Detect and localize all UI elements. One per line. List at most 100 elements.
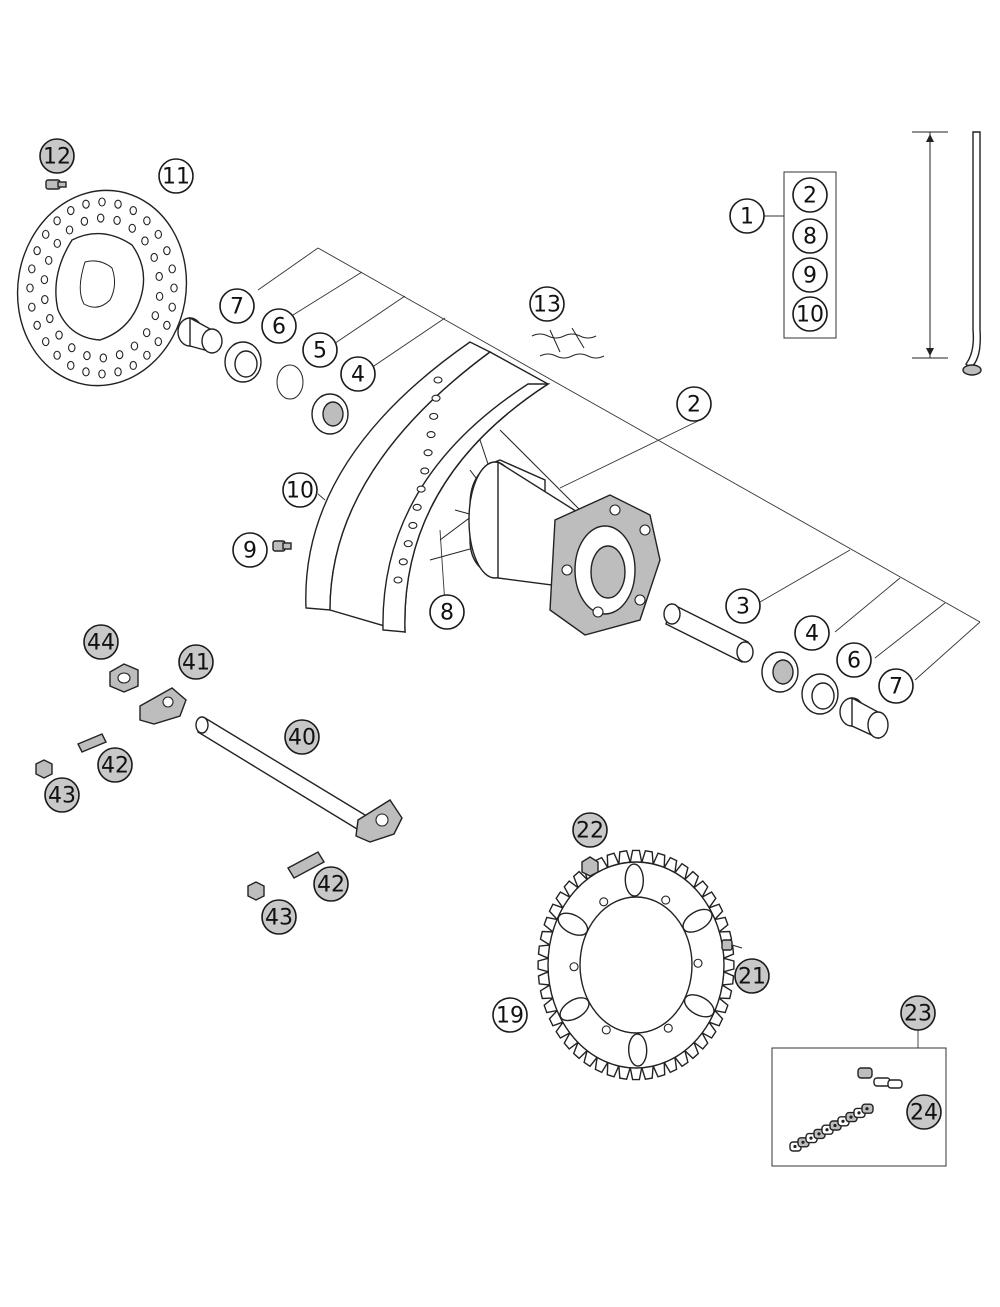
disc-hole	[141, 236, 149, 246]
callout-c7b: 7	[878, 668, 914, 704]
callout-c24: 24	[906, 1094, 942, 1130]
disc-hole	[53, 350, 61, 360]
callout-number: 22	[576, 819, 604, 844]
callout-circle	[836, 642, 872, 678]
disc-hole	[53, 238, 62, 248]
disc-hole	[44, 255, 53, 265]
chain-pin	[849, 1115, 853, 1119]
disc-hole	[142, 328, 151, 338]
disc-hole	[115, 350, 124, 360]
callout-number: 6	[847, 649, 861, 674]
callout-number: 1	[740, 205, 754, 230]
disc-hole	[114, 367, 122, 377]
callout-circle	[429, 594, 465, 630]
disc-hole	[68, 343, 76, 353]
callout-number: 7	[889, 675, 903, 700]
disc-hole	[67, 205, 75, 216]
callout-circle	[878, 668, 914, 704]
brake-disc-holes	[26, 197, 178, 379]
lock-nut-upper	[35, 759, 53, 779]
callout-c43a: 43	[44, 777, 80, 813]
callout-number: 19	[496, 1004, 524, 1029]
sprocket-bolt-hole	[661, 895, 671, 905]
lock-nut-lower	[247, 881, 265, 901]
callout-circle	[906, 1094, 942, 1130]
callout-c6b: 6	[836, 642, 872, 678]
disc-hole	[98, 197, 106, 207]
callout-circle	[178, 644, 214, 680]
disc-hole	[82, 367, 90, 377]
wheel-rim	[305, 341, 551, 633]
sprocket-cutout	[627, 1033, 648, 1067]
disc-hole	[28, 302, 36, 312]
sprocket-bolt	[721, 939, 743, 951]
callout-number: 23	[904, 1002, 932, 1027]
shaft-seal-right	[801, 673, 839, 715]
disc-hole	[80, 216, 89, 226]
callout-circle	[44, 777, 80, 813]
callout-c1: 1	[729, 198, 765, 234]
chain-pin	[833, 1123, 837, 1128]
callout-number: 8	[440, 601, 454, 626]
rim-hole	[426, 430, 436, 439]
callout-number: 13	[533, 293, 561, 318]
callout-number: 2	[803, 184, 817, 209]
callout-circle	[900, 995, 936, 1031]
callout-c10: 10	[282, 472, 318, 508]
rim-hole	[431, 394, 441, 402]
callout-number: 9	[803, 264, 817, 289]
callout-c10b: 10	[792, 296, 828, 332]
callout-c23: 23	[900, 995, 936, 1031]
rim-hole	[420, 467, 430, 475]
disc-hole	[65, 225, 74, 235]
disc-hole	[114, 199, 122, 209]
callout-number: 5	[313, 339, 327, 364]
callout-c9b: 9	[792, 257, 828, 293]
disc-hole	[53, 216, 61, 226]
callout-number: 8	[803, 225, 817, 250]
disc-hole	[150, 252, 158, 263]
callout-circle	[282, 472, 318, 508]
disc-hole	[96, 213, 105, 223]
callout-circle	[158, 158, 194, 194]
callout-c3: 3	[725, 588, 761, 624]
disc-hole	[46, 313, 54, 324]
brake-disc	[16, 189, 188, 387]
callout-circle	[313, 866, 349, 902]
adjusting-screw-upper	[77, 733, 107, 753]
kit-bracket	[764, 171, 837, 339]
rim-hole	[403, 540, 413, 548]
axle-nut	[109, 663, 139, 693]
callout-c44: 44	[83, 624, 119, 660]
disc-hole	[83, 351, 91, 361]
callout-number: 4	[805, 622, 819, 647]
callout-c43b: 43	[261, 899, 297, 935]
disc-hole	[33, 246, 41, 256]
disc-hole	[170, 283, 178, 293]
spacer-tube	[663, 603, 754, 663]
sprocket-tooth	[629, 1067, 643, 1081]
callout-c11: 11	[158, 158, 194, 194]
rim-hole	[429, 412, 439, 420]
callout-number: 42	[101, 754, 129, 779]
chain-pin	[865, 1107, 869, 1111]
callout-number: 10	[286, 479, 314, 504]
callout-c19: 19	[492, 997, 528, 1033]
callout-c2b: 2	[792, 177, 828, 213]
sprocket-cutout	[682, 908, 713, 933]
callout-circle	[529, 286, 565, 322]
rim-hole	[433, 376, 443, 384]
callout-number: 3	[736, 595, 750, 620]
callout-number: 10	[796, 303, 824, 328]
disc-bolt	[45, 179, 67, 190]
disc-hole	[98, 369, 106, 379]
rim-hole	[398, 558, 408, 566]
callout-c2: 2	[676, 386, 712, 422]
callout-c13: 13	[529, 286, 565, 322]
disc-hole	[143, 216, 151, 226]
rim-hole	[416, 485, 426, 493]
adjusting-screw-lower	[287, 851, 325, 879]
callout-number: 12	[43, 145, 71, 170]
